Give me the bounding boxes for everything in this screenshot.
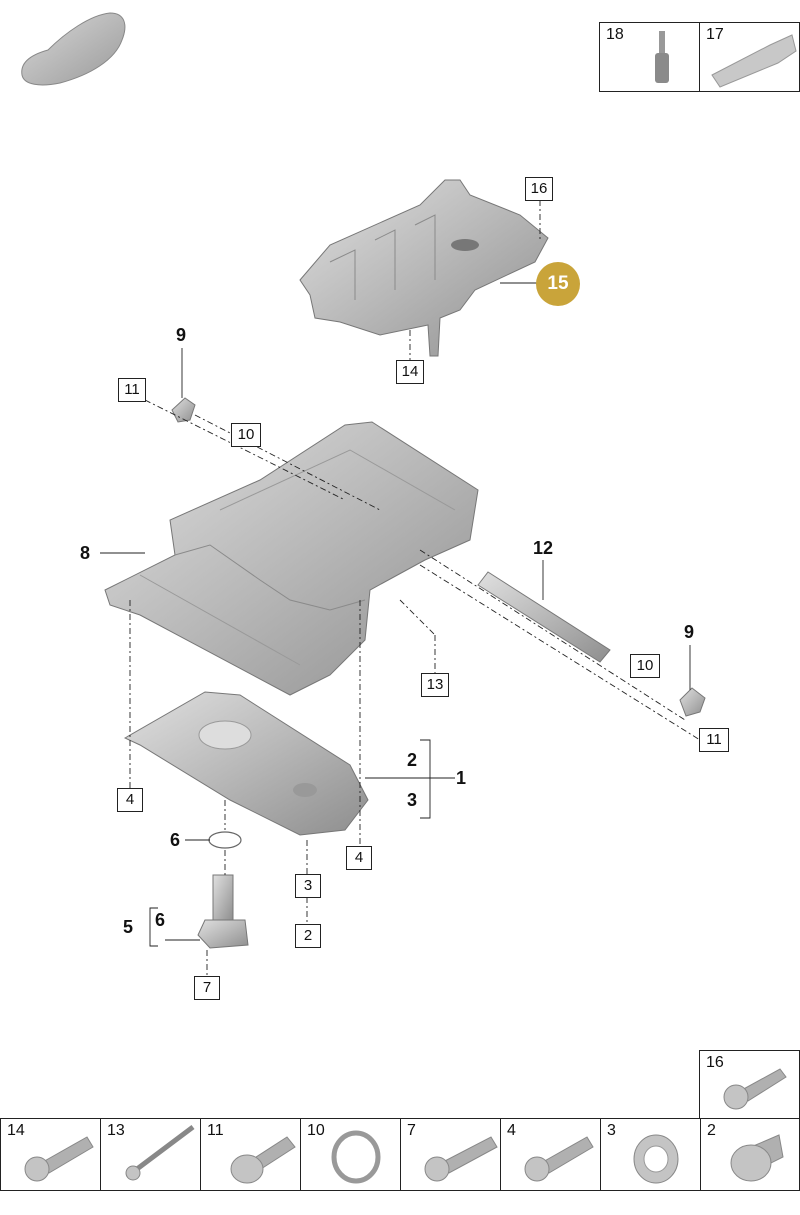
callout-7[interactable]: 7 <box>194 976 220 1000</box>
part-cell-3[interactable]: 3 <box>600 1118 701 1191</box>
callout-12[interactable]: 12 <box>533 538 554 558</box>
callout-3-box[interactable]: 3 <box>295 874 321 898</box>
tube-icon <box>711 34 797 88</box>
part-number: 11 <box>207 1122 224 1139</box>
bolt-icon <box>424 1136 498 1182</box>
callout-4-left[interactable]: 4 <box>117 788 143 812</box>
drain-plug-icon <box>730 1134 784 1182</box>
car-silhouette-icon <box>21 12 126 86</box>
callout-6-bracket[interactable]: 6 <box>155 910 166 930</box>
callout-2-box[interactable]: 2 <box>295 924 321 948</box>
lower-oil-pan-part-1 <box>123 691 369 836</box>
long-bolt-icon <box>125 1125 195 1181</box>
part-cell-10[interactable]: 10 <box>300 1118 401 1191</box>
part-number: 16 <box>706 1054 724 1071</box>
part-number: 10 <box>307 1122 325 1139</box>
callout-10-left[interactable]: 10 <box>231 423 261 447</box>
drain-assembly-part-5 <box>197 874 249 949</box>
part-cell-11[interactable]: 11 <box>200 1118 301 1191</box>
part-number: 17 <box>706 26 724 43</box>
part-number: 14 <box>7 1122 25 1139</box>
callout-16[interactable]: 16 <box>525 177 553 201</box>
part-cell-16[interactable]: 16 <box>699 1050 800 1119</box>
part-cell-18[interactable]: 18 <box>599 22 700 92</box>
part-number: 7 <box>407 1122 416 1139</box>
callout-5[interactable]: 5 <box>123 917 134 937</box>
sealant-bottle-icon <box>655 31 669 83</box>
part-number: 2 <box>707 1122 716 1139</box>
callout-14[interactable]: 14 <box>396 360 424 384</box>
seal-part-9-left <box>171 397 196 423</box>
callout-11-right[interactable]: 11 <box>699 728 729 752</box>
upper-oil-pan-part-8 <box>104 421 479 696</box>
bolt-icon <box>24 1136 94 1182</box>
bolt-icon <box>723 1068 787 1110</box>
o-ring-icon <box>331 1130 381 1184</box>
flange-bolt-icon <box>230 1136 296 1184</box>
callout-2[interactable]: 2 <box>407 750 418 770</box>
part-number: 13 <box>107 1122 125 1139</box>
part-number: 4 <box>507 1122 516 1139</box>
part-cell-4[interactable]: 4 <box>500 1118 601 1191</box>
callout-13[interactable]: 13 <box>421 673 449 697</box>
bolt-icon <box>524 1136 594 1182</box>
seal-part-9-right <box>679 687 706 717</box>
o-ring-part-6 <box>208 831 242 849</box>
callout-11-left[interactable]: 11 <box>118 378 146 402</box>
part-number: 3 <box>607 1122 616 1139</box>
part-number: 18 <box>606 26 624 43</box>
highlighted-callout-15[interactable]: 15 <box>536 262 580 306</box>
part-cell-2[interactable]: 2 <box>700 1118 800 1191</box>
callout-3[interactable]: 3 <box>407 790 418 810</box>
part-cell-13[interactable]: 13 <box>100 1118 201 1191</box>
callout-9-right[interactable]: 9 <box>684 622 695 642</box>
callout-10-right[interactable]: 10 <box>630 654 660 678</box>
callout-9-left[interactable]: 9 <box>176 325 187 345</box>
callout-1[interactable]: 1 <box>456 768 467 788</box>
part-cell-14[interactable]: 14 <box>0 1118 101 1191</box>
tube-part-12 <box>477 571 611 663</box>
callout-6-ring[interactable]: 6 <box>170 830 181 850</box>
part-cell-7[interactable]: 7 <box>400 1118 501 1191</box>
callout-8[interactable]: 8 <box>80 543 91 563</box>
callout-4-right[interactable]: 4 <box>346 846 372 870</box>
washer-icon <box>633 1134 679 1184</box>
baffle-part-15 <box>299 179 549 357</box>
